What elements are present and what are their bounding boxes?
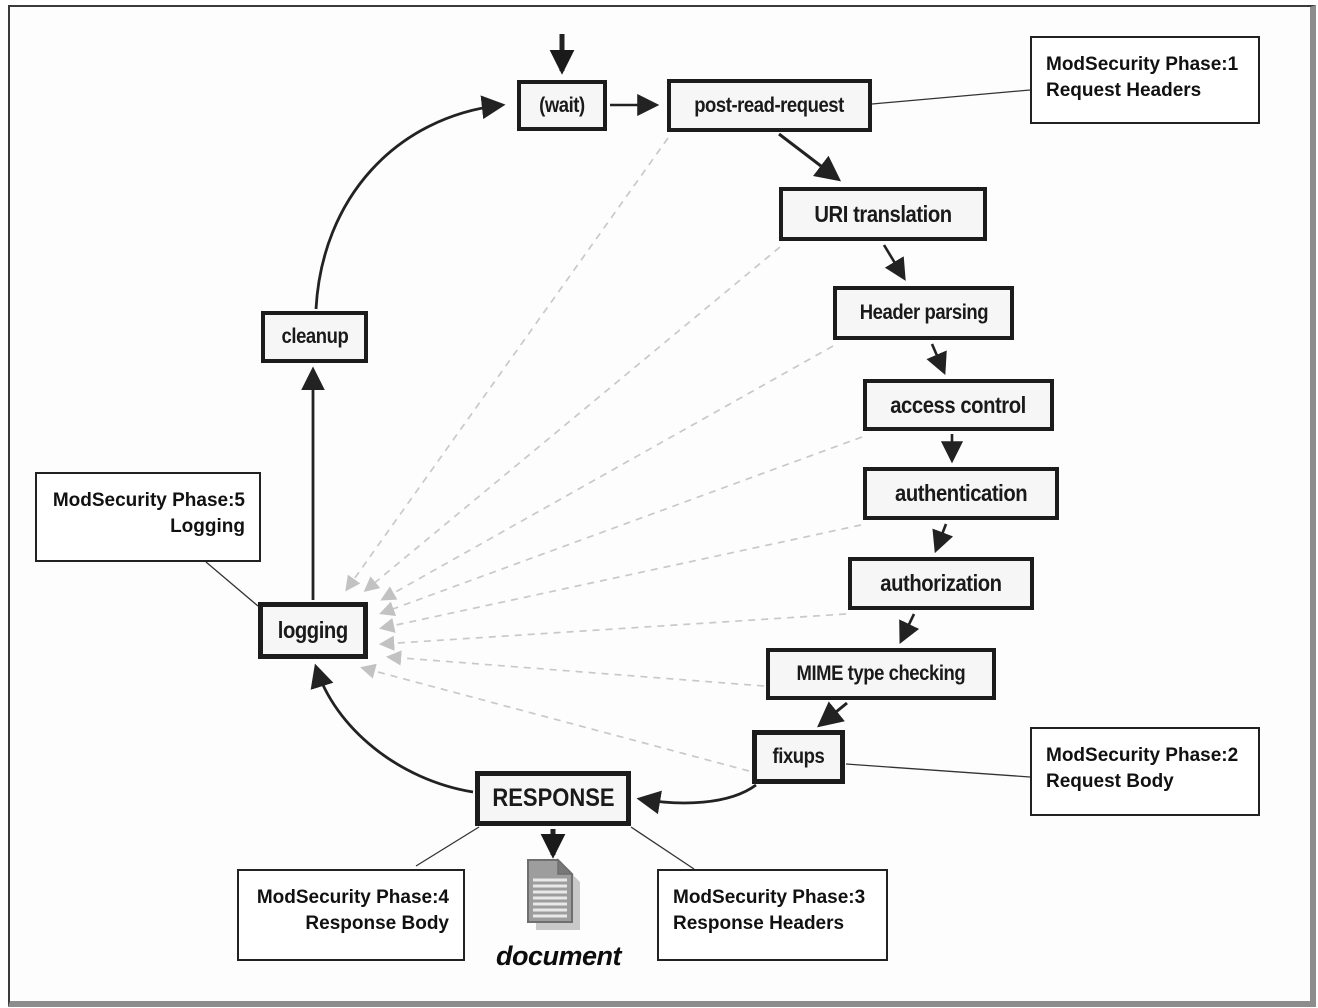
- edge-authorization-mime-type-checking: [899, 613, 920, 644]
- edge-dashed-access-control-logging: [379, 436, 863, 616]
- document-label: document: [496, 941, 622, 971]
- edge-uri-translation-header-parsing: [882, 244, 906, 281]
- node-post-read-request-label: post-read-request: [694, 93, 845, 117]
- node-uri-translation-label: URI translation: [814, 200, 952, 227]
- callout-phase-2-line1: ModSecurity Phase:2: [1046, 745, 1239, 766]
- node-authentication: authentication: [863, 467, 1059, 520]
- callout-phase-3-line1: ModSecurity Phase:3: [673, 887, 866, 908]
- node-mime-type-checking-label: MIME type checking: [796, 662, 966, 685]
- node-response-label: RESPONSE: [491, 784, 615, 812]
- node-header-parsing-label: Header parsing: [859, 301, 988, 324]
- edge-dashed-authentication-logging: [379, 524, 862, 633]
- node-cleanup: cleanup: [261, 311, 368, 363]
- node-mime-type-checking: MIME type checking: [766, 648, 996, 700]
- callout-modsecurity-phase-5: ModSecurity Phase:5 Logging: [35, 472, 261, 562]
- callout-modsecurity-phase-1: ModSecurity Phase:1 Request Headers: [1030, 36, 1260, 124]
- node-fixups: fixups: [752, 730, 845, 784]
- edge-fixups-response: [636, 783, 757, 815]
- line-response-phase3: [630, 826, 695, 870]
- edge-dashed-fixups-logging: [360, 663, 750, 772]
- callout-phase-3-line2: Response Headers: [673, 912, 845, 934]
- node-post-read-request: post-read-request: [667, 79, 872, 132]
- node-logging: logging: [258, 602, 368, 659]
- node-logging-label: logging: [278, 617, 348, 643]
- edge-dashed-uri-translation-logging: [363, 246, 781, 592]
- node-uri-translation: URI translation: [779, 187, 987, 241]
- line-fixups-phase2: [845, 763, 1031, 778]
- document-output: document: [496, 858, 622, 972]
- node-wait: (wait): [517, 80, 607, 131]
- line-response-phase4: [415, 826, 480, 867]
- line-post-read-request-phase1: [871, 89, 1031, 105]
- callout-phase-4-line2: Response Body: [305, 912, 449, 934]
- node-authorization: authorization: [848, 557, 1034, 610]
- edge-post-read-request-uri-translation: [778, 132, 842, 182]
- callout-phase-1-line2: Request Headers: [1046, 79, 1202, 101]
- edge-cleanup-wait: [314, 95, 506, 310]
- node-authorization-label: authorization: [880, 570, 1002, 596]
- edge-dashed-mime-type-checking-logging: [385, 650, 765, 687]
- edge-dashed-authorization-logging: [378, 613, 847, 651]
- edge-dashed-header-parsing-logging: [380, 345, 834, 601]
- callout-modsecurity-phase-3: ModSecurity Phase:3 Response Headers: [657, 869, 888, 961]
- edge-dashed-post-read-request-logging: [345, 137, 669, 592]
- node-fixups-label: fixups: [772, 745, 825, 768]
- document-icon-fold: [557, 858, 574, 875]
- callout-phase-5-line1: ModSecurity Phase:5: [52, 490, 245, 511]
- callout-phase-4-line1: ModSecurity Phase:4: [256, 887, 449, 908]
- line-phase5-logging: [205, 561, 259, 607]
- callout-modsecurity-phase-4: ModSecurity Phase:4 Response Body: [237, 869, 465, 961]
- node-access-control-label: access control: [890, 391, 1027, 418]
- node-cleanup-label: cleanup: [281, 325, 348, 348]
- callout-phase-1-line1: ModSecurity Phase:1: [1046, 54, 1239, 75]
- edge-response-logging: [310, 663, 474, 794]
- node-authentication-label: authentication: [894, 480, 1028, 506]
- edge-header-parsing-access-control: [926, 343, 947, 376]
- document-icon: [527, 858, 580, 930]
- callout-modsecurity-phase-2: ModSecurity Phase:2 Request Body: [1030, 727, 1260, 816]
- edge-mime-type-checking-fixups: [817, 701, 848, 728]
- node-response: RESPONSE: [475, 771, 631, 826]
- document-icon-lines: [533, 878, 567, 918]
- node-wait-label: (wait): [539, 93, 585, 117]
- edge-authentication-authorization: [932, 523, 954, 554]
- node-header-parsing: Header parsing: [833, 286, 1014, 340]
- callout-phase-2-line2: Request Body: [1046, 770, 1174, 792]
- node-access-control: access control: [863, 379, 1054, 431]
- callout-phase-5-line2: Logging: [170, 515, 245, 537]
